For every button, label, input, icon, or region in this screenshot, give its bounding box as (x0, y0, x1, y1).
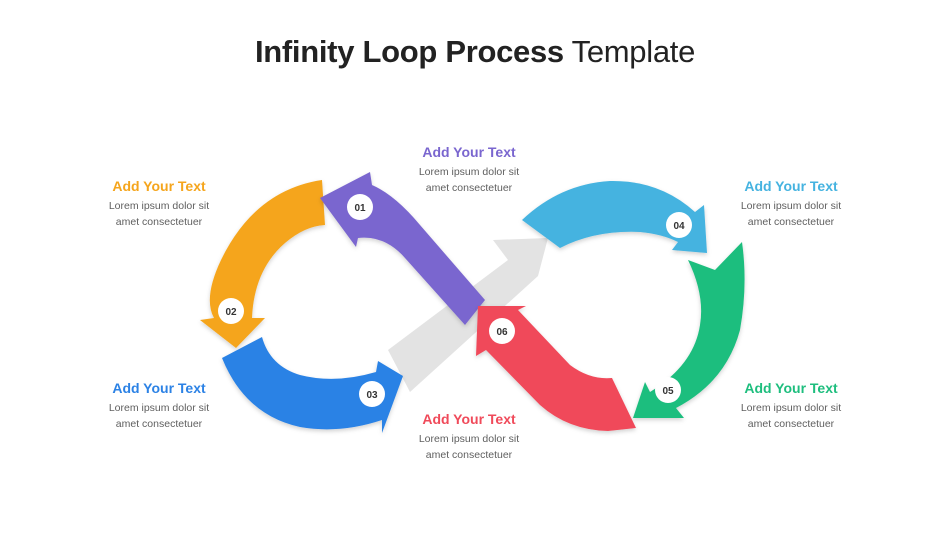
callout-body: Lorem ipsum dolor sit amet consectetuer (418, 166, 520, 194)
step-5-arrow (633, 242, 745, 418)
callout-step-5: Add Your Text Lorem ipsum dolor sit amet… (716, 380, 866, 432)
page-title: Infinity Loop Process Template (0, 34, 950, 70)
callout-heading: Add Your Text (744, 380, 838, 396)
callout-step-1: Add Your Text Lorem ipsum dolor sit amet… (394, 144, 544, 196)
callout-body: Lorem ipsum dolor sit amet consectetuer (108, 402, 210, 430)
step-badge-4: 04 (666, 212, 692, 238)
callout-step-6: Add Your Text Lorem ipsum dolor sit amet… (394, 411, 544, 463)
step-badge-2: 02 (218, 298, 244, 324)
step-3-arrow (222, 337, 403, 433)
step-badge-5: 05 (655, 377, 681, 403)
callout-heading: Add Your Text (422, 144, 516, 160)
step-6-arrow (476, 306, 636, 431)
step-badge-1: 01 (347, 194, 373, 220)
title-light: Template (571, 34, 696, 69)
step-badge-3: 03 (359, 381, 385, 407)
title-bold: Infinity Loop Process (254, 34, 564, 69)
callout-step-2: Add Your Text Lorem ipsum dolor sit amet… (84, 178, 234, 230)
step-4-arrow (522, 180, 707, 253)
callout-step-3: Add Your Text Lorem ipsum dolor sit amet… (84, 380, 234, 432)
svg-text:02: 02 (225, 307, 237, 318)
step-badge-6: 06 (489, 318, 515, 344)
callout-body: Lorem ipsum dolor sit amet consectetuer (418, 433, 520, 461)
svg-text:05: 05 (662, 386, 674, 397)
svg-text:01: 01 (354, 203, 366, 214)
callout-heading: Add Your Text (112, 380, 206, 396)
callout-body: Lorem ipsum dolor sit amet consectetuer (108, 200, 210, 228)
callout-body: Lorem ipsum dolor sit amet consectetuer (740, 402, 842, 430)
svg-text:03: 03 (366, 390, 378, 401)
callout-heading: Add Your Text (112, 178, 206, 194)
svg-text:04: 04 (673, 221, 685, 232)
callout-step-4: Add Your Text Lorem ipsum dolor sit amet… (716, 178, 866, 230)
callout-heading: Add Your Text (744, 178, 838, 194)
callout-heading: Add Your Text (422, 411, 516, 427)
svg-text:06: 06 (496, 327, 508, 338)
callout-body: Lorem ipsum dolor sit amet consectetuer (740, 200, 842, 228)
